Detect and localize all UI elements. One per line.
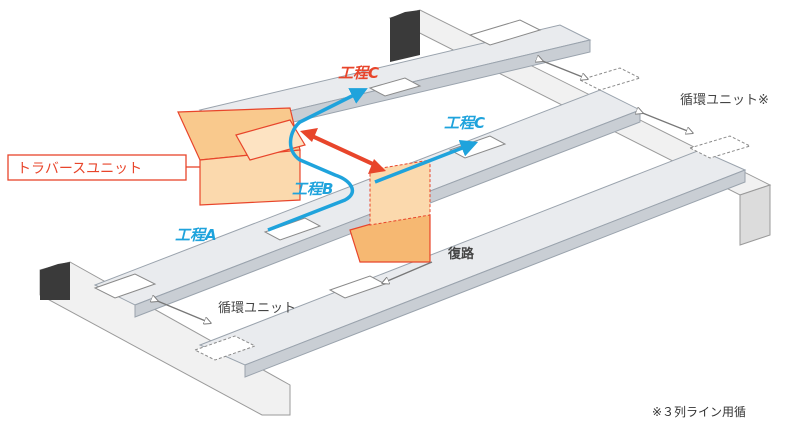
circulation-unit-right-label: 循環ユニット※: [680, 93, 769, 108]
circulation-unit-left-label: 循環ユニット: [218, 301, 296, 316]
footnote: ※３列ライン用循: [652, 405, 746, 419]
traverse-unit-label: トラバースユニット: [17, 161, 142, 177]
process-b-label: 工程B: [292, 180, 333, 198]
process-c-right-label: 工程C: [444, 114, 485, 132]
return-path-label: 復路: [447, 246, 475, 262]
process-flow: [267, 88, 479, 232]
frame-front: [39, 261, 291, 416]
traverse-arrow: [300, 128, 386, 174]
process-c-upper-label: 工程C: [338, 64, 379, 82]
return-arrows: [155, 60, 690, 322]
process-a-label: 工程A: [175, 226, 217, 244]
traverse-unit-callout: トラバースユニット: [7, 154, 200, 181]
rail-lower: [198, 149, 747, 378]
